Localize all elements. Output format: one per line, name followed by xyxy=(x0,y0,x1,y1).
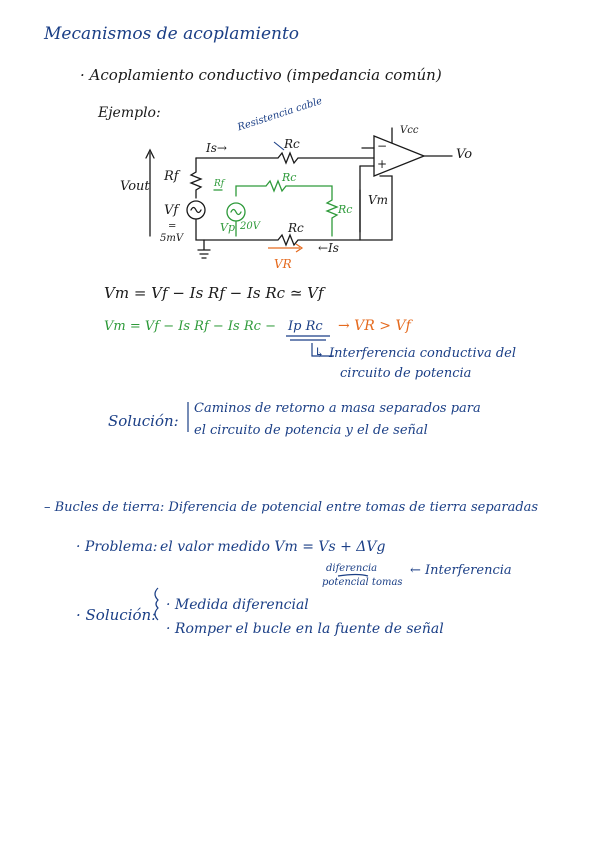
current-is-bottom: ←Is xyxy=(318,241,339,255)
rf-label: Rf xyxy=(164,169,179,184)
equation-2-result: → VR > Vf xyxy=(338,318,411,334)
vf-label: Vf xyxy=(164,203,179,218)
vcc-label: Vcc xyxy=(400,125,419,136)
example-label: Ejemplo: xyxy=(98,105,161,121)
interference-line-2: circuito de potencia xyxy=(340,366,472,381)
vf-value: 5mV xyxy=(160,233,184,244)
vr-label: VR xyxy=(274,257,292,271)
opamp-minus: − xyxy=(377,139,388,153)
section-heading-ground-loops: – Bucles de tierra: Diferencia de potenc… xyxy=(44,500,539,515)
opamp-plus: + xyxy=(377,157,388,171)
green-vp-label: Vp xyxy=(220,221,235,234)
interference-line-1: ↳ Interferencia conductiva del xyxy=(314,346,517,361)
problem-label: · Problema: xyxy=(76,539,158,555)
current-is-top: Is→ xyxy=(206,141,227,155)
green-20v-label: 20V xyxy=(240,221,260,232)
vout-label: Vout xyxy=(120,179,150,194)
green-rc-top-label: Rc xyxy=(282,171,297,184)
solution-1-line-2: el circuito de potencia y el de señal xyxy=(194,423,428,438)
section-heading-conductive: · Acoplamiento conductivo (impedancia co… xyxy=(80,66,442,84)
diff-note-line-2: potencial tomas xyxy=(322,577,403,588)
solution-2-item-2: · Romper el bucle en la fuente de señal xyxy=(166,621,444,637)
vo-label: Vo xyxy=(456,147,473,162)
equation-1: Vm = Vf − Is Rf − Is Rc ≃ Vf xyxy=(104,284,324,302)
rc-top-label: Rc xyxy=(284,137,300,151)
solution-1-line-1: Caminos de retorno a masa separados para xyxy=(194,401,481,416)
arrow-interference: ← Interferencia xyxy=(410,563,512,578)
problem-text: el valor medido Vm = Vs + ΔVg xyxy=(160,539,386,555)
solution-label-2: · Solución: xyxy=(76,606,157,624)
solution-2-item-1: · Medida diferencial xyxy=(166,597,309,613)
equation-2-prefix: Vm = Vf − Is Rf − Is Rc − xyxy=(104,319,276,334)
solution-label-1: Solución: xyxy=(108,412,179,430)
green-rf-label: Rf xyxy=(214,179,225,189)
diff-note-line-1: diferencia xyxy=(326,563,378,574)
page-title: Mecanismos de acoplamiento xyxy=(44,24,300,44)
vf-equals: = xyxy=(168,221,177,232)
rc-bottom-label: Rc xyxy=(288,221,304,235)
green-rc-right-label: Rc xyxy=(338,203,353,216)
equation-2-term: Ip Rc xyxy=(288,319,323,334)
vm-label: Vm xyxy=(368,193,389,207)
